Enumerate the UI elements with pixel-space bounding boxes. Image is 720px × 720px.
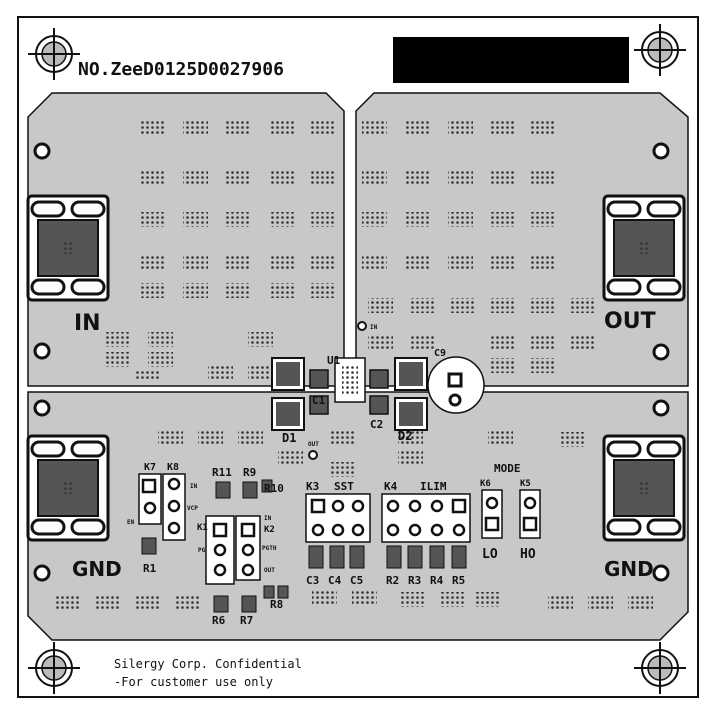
k1-label: K1 xyxy=(197,523,208,533)
via-array-icon xyxy=(55,120,653,610)
r11-label: R11 xyxy=(212,466,232,479)
terminal-block-icon xyxy=(26,434,110,542)
r9-label: R9 xyxy=(243,466,256,479)
pgth-pin-label: PGTH xyxy=(262,545,277,552)
out-pin-label: OUT xyxy=(264,567,275,574)
fiducial-icon xyxy=(634,642,686,694)
u1-label: U1 xyxy=(327,354,341,367)
fiducial-icon xyxy=(28,642,80,694)
c4-label: C4 xyxy=(328,574,342,587)
mounting-hole-icon xyxy=(33,342,51,360)
mounting-hole-icon xyxy=(33,399,51,417)
mounting-hole-icon xyxy=(33,564,51,582)
control-block-left xyxy=(138,473,289,613)
out-test-point-label: OUT xyxy=(308,441,319,448)
terminal-block-icon xyxy=(26,194,110,302)
mounting-hole-icon xyxy=(652,343,670,361)
en-label: EN xyxy=(127,519,135,526)
d1-label: D1 xyxy=(282,431,296,445)
mounting-hole-icon xyxy=(652,142,670,160)
lo-label: LO xyxy=(482,547,498,562)
fiducial-icon xyxy=(28,28,80,80)
mode-block xyxy=(481,489,541,539)
c3-label: C3 xyxy=(306,574,319,587)
r2-label: R2 xyxy=(386,574,399,587)
gnd-right-label: GND xyxy=(604,557,654,581)
c5-label: C5 xyxy=(350,574,363,587)
r6-label: R6 xyxy=(212,614,226,627)
footer-line-1: Silergy Corp. Confidential xyxy=(114,657,302,671)
terminal-block-icon xyxy=(602,434,686,542)
serial-number: NO.ZeeD0125D0027906 xyxy=(78,59,284,80)
k5-label: K5 xyxy=(520,479,531,489)
sst-label: SST xyxy=(334,480,354,493)
footer-line-2: -For customer use only xyxy=(114,675,273,689)
r4-label: R4 xyxy=(430,574,444,587)
mounting-hole-icon xyxy=(652,564,670,582)
out-label: OUT xyxy=(604,309,656,334)
k2-label: K2 xyxy=(264,525,275,535)
terminal-block-icon xyxy=(602,194,686,302)
fiducial-icon xyxy=(634,24,686,76)
mounting-hole-icon xyxy=(652,399,670,417)
k8-label: K8 xyxy=(167,462,179,473)
vcp-pin-label: VCP xyxy=(187,505,198,512)
k7-label: K7 xyxy=(144,462,156,473)
mounting-hole-icon xyxy=(33,142,51,160)
in-pin-label: IN xyxy=(190,483,198,490)
r3-label: R3 xyxy=(408,574,421,587)
sst-block xyxy=(305,493,371,569)
r10-label: R10 xyxy=(264,482,284,495)
in-test-point-label: IN xyxy=(370,324,378,331)
in-pin2-label: IN xyxy=(264,515,272,522)
ilim-block xyxy=(381,493,471,569)
gnd-left-label: GND xyxy=(72,557,122,581)
ho-label: HO xyxy=(520,547,536,562)
mode-label: MODE xyxy=(494,462,521,475)
r1-label: R1 xyxy=(143,562,157,575)
k3-label: K3 xyxy=(306,480,319,493)
d2-label: D2 xyxy=(398,429,412,443)
ilim-label: ILIM xyxy=(420,480,447,493)
c9-label: C9 xyxy=(434,348,446,359)
r8-label: R8 xyxy=(270,598,283,611)
r7-label: R7 xyxy=(240,614,253,627)
k6-label: K6 xyxy=(480,479,491,489)
c1-label: C1 xyxy=(312,394,326,407)
black-label-box xyxy=(393,37,629,83)
in-label: IN xyxy=(74,311,101,336)
r5-label: R5 xyxy=(452,574,465,587)
pg-pin-label: PG xyxy=(198,547,206,554)
power-stage xyxy=(271,321,485,460)
k4-label: K4 xyxy=(384,480,398,493)
c2-label: C2 xyxy=(370,418,383,431)
